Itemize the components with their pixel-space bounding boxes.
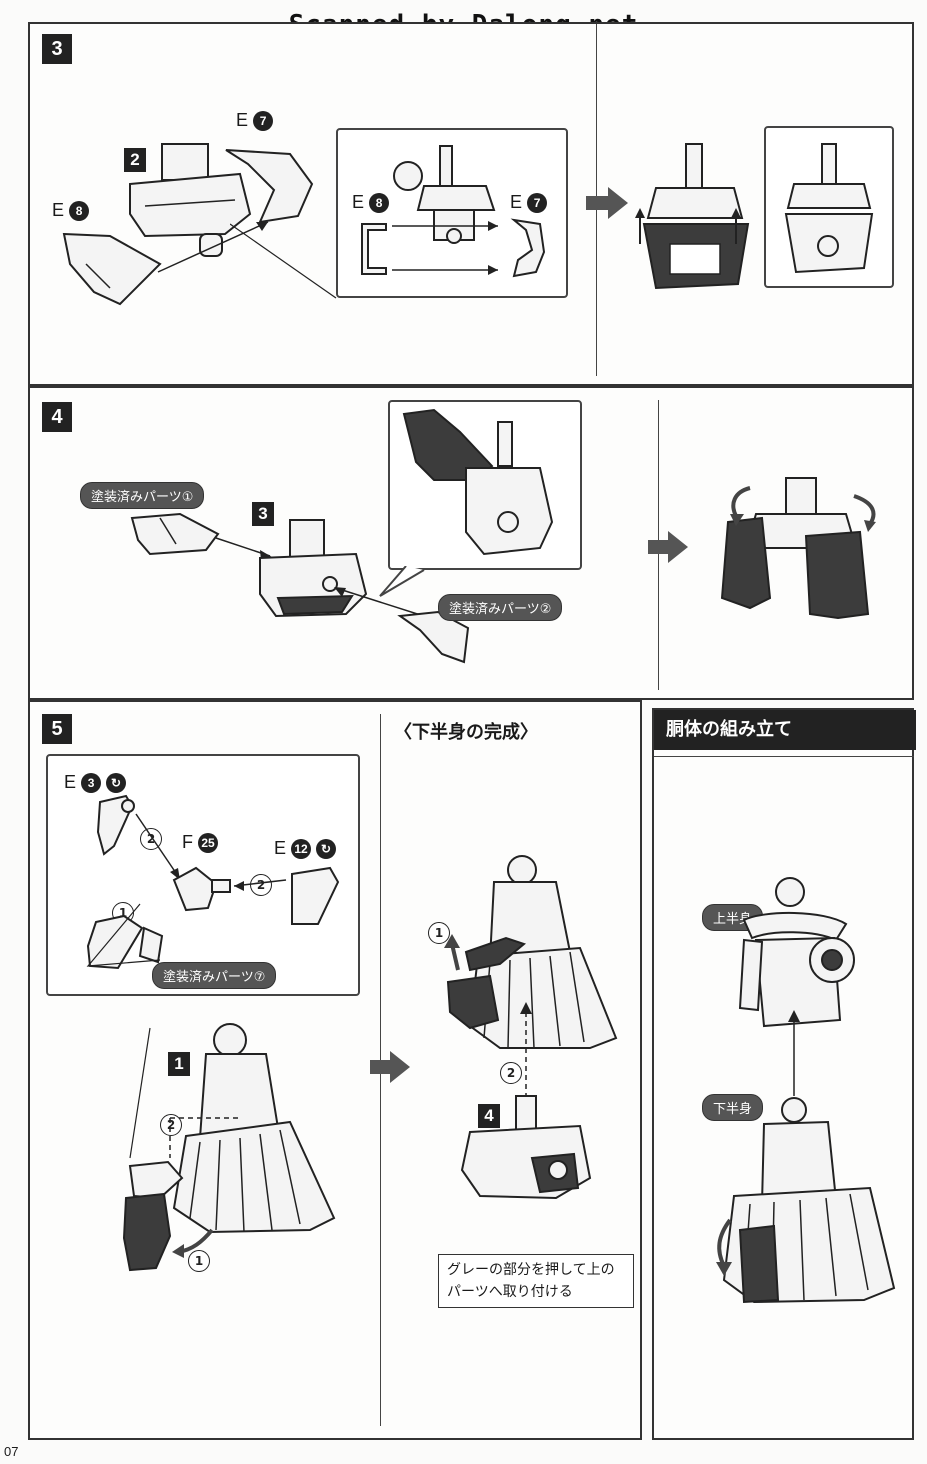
part-e7-letter: E [236,110,249,130]
part-3-label: 3 [252,502,274,526]
step-3-detail-inset: E 8 E 7 [336,128,568,298]
lower-order-1: 1 [428,922,450,944]
order-2-b: 2 [250,874,272,896]
painted-part-1-label: 塗装済みパーツ① [80,482,205,509]
lower-body-complete-title: 〈下半身の完成〉 [394,722,538,743]
part-e7-number: 7 [253,111,274,132]
part-4-label: 4 [478,1104,500,1128]
inset-e8-number: 8 [369,193,390,214]
step-3-next-arrow-shaft [586,196,610,210]
torso-assembly-illustration [716,877,896,1304]
torso-inner-border [654,756,914,757]
part-e8-label: E 8 [52,200,90,222]
inset-e8-label: E 8 [352,192,390,214]
part-e3-letter: E [64,772,77,792]
painted-part-7-label: 塗装済みパーツ⑦ [152,962,277,989]
step-3-next-arrow-icon [608,187,628,219]
inset-speech-tail [379,566,425,597]
part-f25-number: 25 [198,833,219,854]
step-5-panel: 5 E 3 ↻ F 25 E 12 ↻ 2 2 1 塗装済みパーツ⑦ [28,700,642,1440]
part-e12-label: E 12 ↻ [274,838,337,860]
lower-body-illustration [444,855,618,1200]
step-4-next-arrow-icon [668,531,688,563]
part-f25-letter: F [182,832,193,852]
step-5-next-arrow-icon [390,1051,410,1083]
part-1-label: 1 [168,1052,190,1076]
torso-assembly-title: 胴体の組み立て [654,710,916,750]
step-4-assembly-illustration [130,512,470,664]
step-4-result-illustration [720,477,876,620]
part-e3-number: 3 [81,773,102,794]
part-e8-number: 8 [69,201,90,222]
order-1-b: 1 [188,1250,210,1272]
step-4-next-arrow-shaft [648,540,670,554]
step-5-next-arrow-shaft [370,1060,392,1074]
order-2-c: 2 [160,1114,182,1136]
inset-e7-letter: E [510,192,523,212]
step-5-body-illustration [122,1023,336,1272]
step-3-result-illustration [635,143,750,290]
lower-body-label: 下半身 [702,1094,764,1121]
step-3-panel: 3 2 E 7 E 8 E 8 E 7 [28,22,914,386]
step-4-panel: 4 塗装済みパーツ① 3 塗装済みパーツ② [28,386,914,700]
part-f25-label: F 25 [182,832,219,854]
step-3-result-detail-illustration [784,143,874,274]
part-e7-label: E 7 [236,110,274,132]
inset-hip-illustration [361,145,546,278]
step-3-result-inset [764,126,894,288]
inset-e7-label: E 7 [510,192,548,214]
step-4-detail-illustration [402,408,554,556]
part-e8-letter: E [52,200,65,220]
inset-e8-letter: E [352,192,365,212]
lower-order-2: 2 [500,1062,522,1084]
step-4-number: 4 [42,402,72,432]
step-3-number: 3 [42,34,72,64]
part-e12-gate-icon: ↻ [316,839,337,860]
step-5-number: 5 [42,714,72,744]
part-e12-number: 12 [291,839,312,860]
hip-assembly-illustration [62,143,314,306]
painted-part-2-label: 塗装済みパーツ② [438,594,563,621]
inset-e7-number: 7 [527,193,548,214]
step-5-subassembly-illustration [86,794,340,970]
step-4-detail-inset [388,400,582,570]
part-e12-letter: E [274,838,287,858]
inset-pointer-line [230,223,337,299]
torso-assembly-panel: 胴体の組み立て 上半身 下半身 [652,708,916,1440]
part-e3-label: E 3 ↻ [64,772,127,794]
part-2-label: 2 [124,148,146,172]
page-number: 07 [4,1444,19,1459]
part-e3-gate-icon: ↻ [106,773,127,794]
lower-body-instruction-note: グレーの部分を押して上のパーツへ取り付ける [438,1254,634,1308]
step-5-subassembly-inset: E 3 ↻ F 25 E 12 ↻ 2 2 1 塗装済みパーツ⑦ [46,754,360,996]
